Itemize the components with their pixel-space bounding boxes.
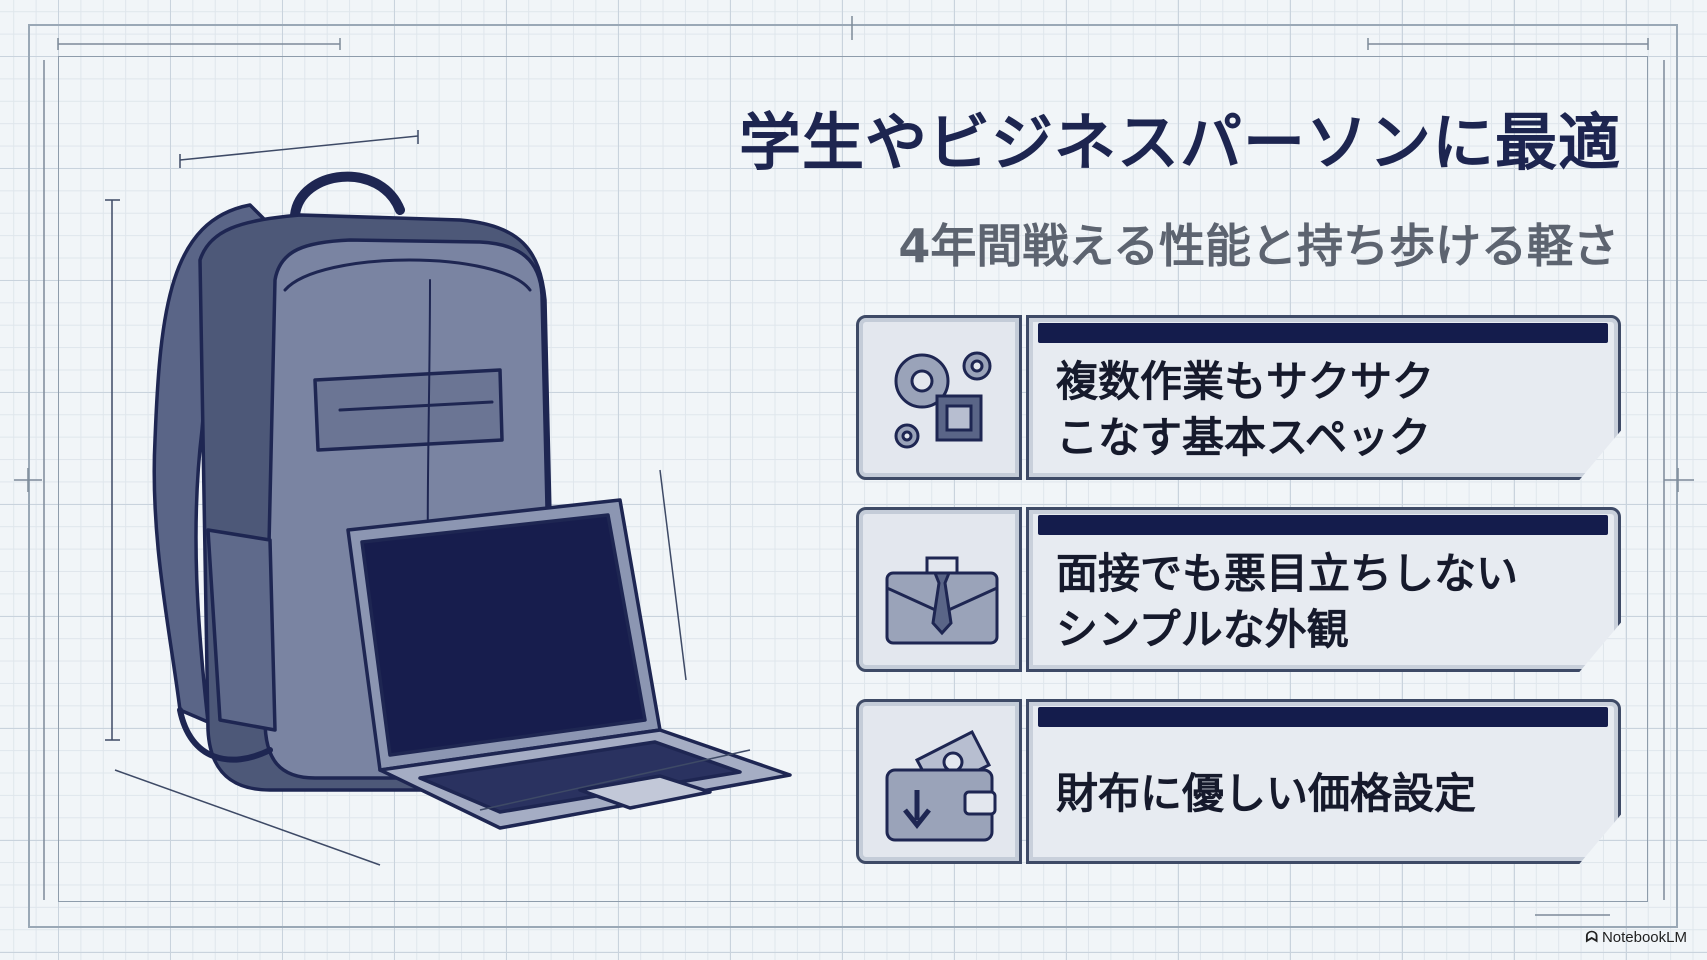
briefcase-tie-icon bbox=[885, 556, 999, 645]
feature-card-design: 面接でも悪目立ちしない シンプルな外観 bbox=[856, 507, 1621, 672]
card-header-bar bbox=[1038, 323, 1608, 343]
card-header-bar bbox=[1038, 707, 1608, 727]
card-text-line1: 面接でも悪目立ちしない bbox=[1056, 549, 1519, 598]
card-text-line1: 財布に優しい価格設定 bbox=[1056, 769, 1477, 818]
logo-text: NotebookLM bbox=[1601, 929, 1687, 946]
feature-card-price: 財布に優しい価格設定 bbox=[856, 699, 1621, 864]
wallet-price-down-icon bbox=[885, 729, 997, 842]
backpack-laptop-illustration bbox=[105, 130, 792, 866]
feature-card-specs: 複数作業もサクサク こなす基本スペック bbox=[856, 315, 1621, 480]
gear-chip-icon bbox=[894, 351, 992, 449]
icon-panel bbox=[856, 507, 1022, 672]
page-subtitle: 4年間戦える性能と持ち歩ける軽さ bbox=[898, 219, 1619, 273]
icon-panel bbox=[856, 699, 1022, 864]
card-text-line1: 複数作業もサクサク bbox=[1056, 357, 1435, 406]
icon-panel bbox=[856, 315, 1022, 480]
card-text-line2: シンプルな外観 bbox=[1056, 605, 1349, 654]
card-text-line2: こなす基本スペック bbox=[1056, 413, 1432, 462]
page-title: 学生やビジネスパーソンに最適 bbox=[738, 106, 1621, 179]
logo-mark-icon: ᗣ bbox=[1585, 929, 1598, 946]
card-header-bar bbox=[1038, 515, 1608, 535]
